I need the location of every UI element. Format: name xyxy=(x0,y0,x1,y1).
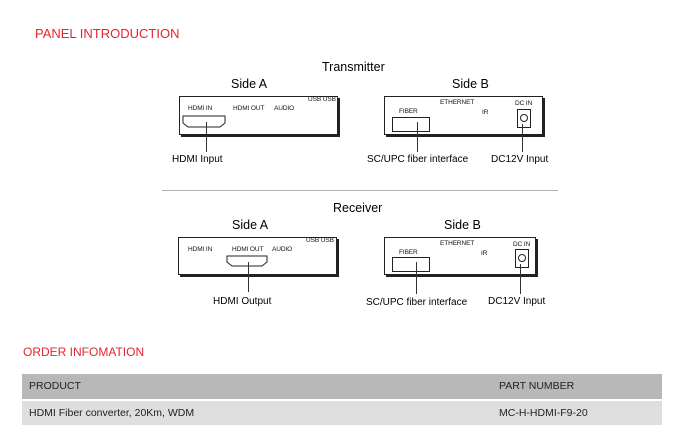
hdmi-in-port-icon xyxy=(182,115,226,129)
port-label-audio: AUDIO xyxy=(274,105,295,112)
receiver-side-b-panel: FIBER ETHERNET IR DC IN xyxy=(384,237,536,275)
transmitter-side-a-title: Side A xyxy=(231,77,268,91)
transmitter-title: Transmitter xyxy=(322,60,385,74)
order-table: PRODUCT PART NUMBER HDMI Fiber converter… xyxy=(22,374,662,425)
part-number-cell: MC-H-HDMI-F9-20 xyxy=(499,407,588,419)
port-label-hdmi-in: HDMI IN xyxy=(188,105,213,112)
section-divider xyxy=(162,190,558,191)
dc12v-input-callout: DC12V Input xyxy=(491,154,549,165)
receiver-side-a-panel: HDMI IN HDMI OUT AUDIO USB USB xyxy=(178,237,337,275)
fiber-port-icon xyxy=(392,117,430,132)
port-label-usb: USB USB xyxy=(308,96,336,103)
port-label-hdmi-out: HDMI OUT xyxy=(233,105,265,112)
transmitter-side-a-panel: HDMI IN HDMI OUT AUDIO USB USB xyxy=(179,96,338,135)
transmitter-side-b-panel: FIBER ETHERNET IR DC IN xyxy=(384,96,543,135)
transmitter-side-b-title: Side B xyxy=(452,77,489,91)
port-label-ethernet: ETHERNET xyxy=(440,240,475,247)
port-label-audio: AUDIO xyxy=(272,246,293,253)
dc-callout-line xyxy=(520,264,521,294)
table-row: HDMI Fiber converter, 20Km, WDM MC-H-HDM… xyxy=(22,401,662,425)
dc-in-port-icon xyxy=(517,109,531,128)
port-label-hdmi-in: HDMI IN xyxy=(188,246,213,253)
port-label-fiber: FIBER xyxy=(399,249,418,256)
port-label-fiber: FIBER xyxy=(399,108,418,115)
hdmi-output-callout-line xyxy=(248,262,249,292)
hdmi-output-callout: HDMI Output xyxy=(213,296,272,307)
product-cell: HDMI Fiber converter, 20Km, WDM xyxy=(29,407,195,419)
receiver-side-a-title: Side A xyxy=(232,218,269,232)
dc-callout-line xyxy=(522,124,523,152)
fiber-callout-line xyxy=(417,122,418,152)
dc12v-input-callout: DC12V Input xyxy=(488,296,546,307)
dc-in-port-icon xyxy=(515,249,529,268)
hdmi-input-callout: HDMI Input xyxy=(172,154,223,165)
port-label-hdmi-out: HDMI OUT xyxy=(232,246,264,253)
port-label-dc-in: DC IN xyxy=(515,100,533,107)
receiver-title: Receiver xyxy=(333,201,383,215)
table-header: PRODUCT PART NUMBER xyxy=(22,374,662,399)
fiber-port-icon xyxy=(392,257,430,272)
hdmi-out-port-icon xyxy=(226,255,268,268)
order-information-heading: ORDER INFOMATION xyxy=(23,345,145,359)
port-label-dc-in: DC IN xyxy=(513,241,531,248)
port-label-ir: IR xyxy=(482,109,489,116)
port-label-ir: IR xyxy=(481,250,488,257)
hdmi-input-callout-line xyxy=(206,122,207,152)
port-label-usb: USB USB xyxy=(306,237,334,244)
header-part-number: PART NUMBER xyxy=(499,380,575,392)
header-product: PRODUCT xyxy=(29,380,81,392)
fiber-interface-callout: SC/UPC fiber interface xyxy=(366,297,468,308)
panel-introduction-heading: PANEL INTRODUCTION xyxy=(35,26,180,41)
fiber-callout-line xyxy=(416,262,417,294)
fiber-interface-callout: SC/UPC fiber interface xyxy=(367,154,469,165)
port-label-ethernet: ETHERNET xyxy=(440,99,475,106)
receiver-side-b-title: Side B xyxy=(444,218,481,232)
